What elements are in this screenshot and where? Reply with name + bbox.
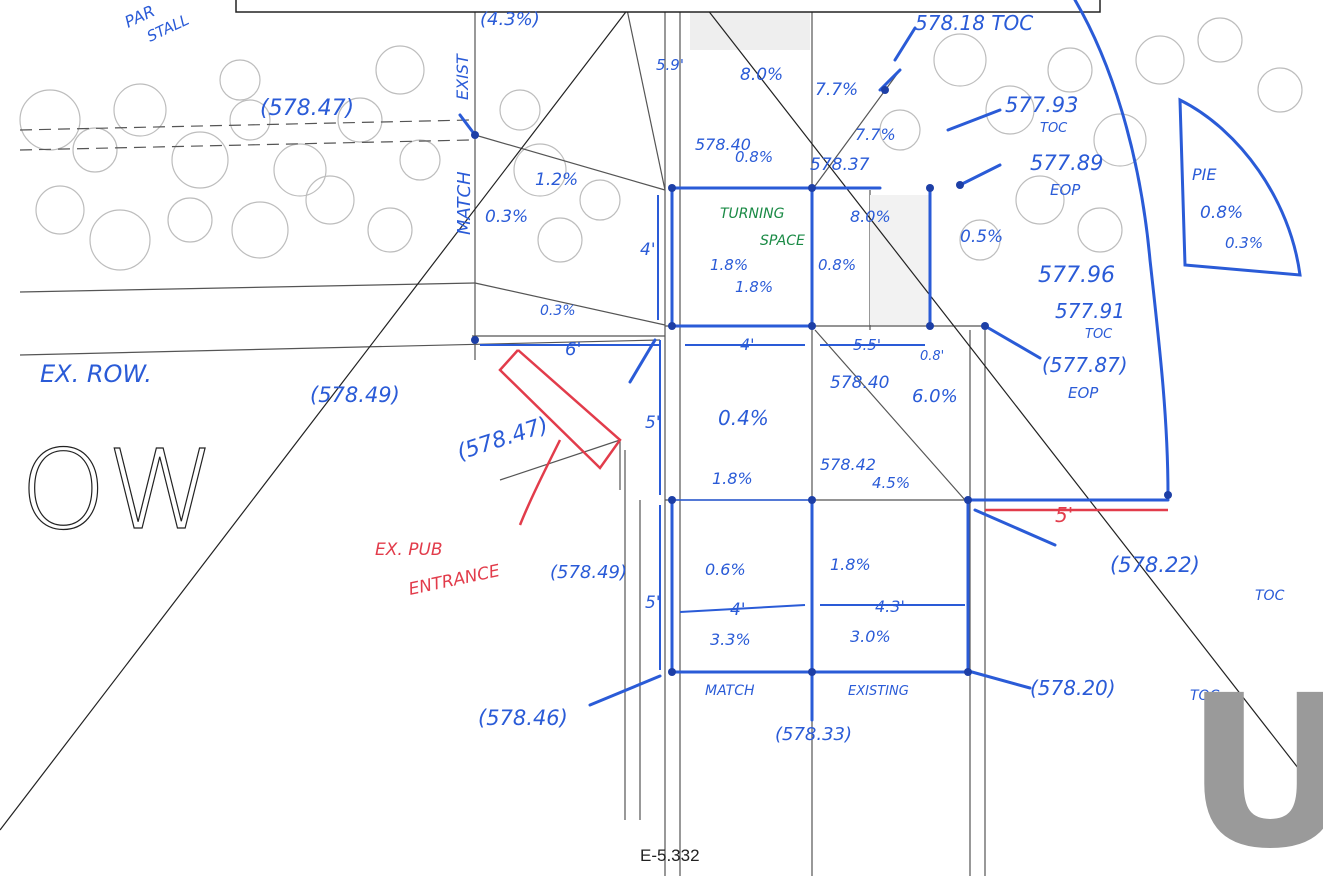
label-pct-18c: 1.8% — [712, 469, 753, 488]
label-el-57787: (577.87) — [1042, 353, 1128, 377]
label-pct-03b: 0.3% — [540, 303, 576, 319]
label-dim-55: 5.5' — [853, 336, 881, 354]
dimension-arrows — [480, 195, 965, 670]
label-dim-6: 6' — [565, 339, 581, 360]
label-pct-18a: 1.8% — [710, 256, 748, 274]
label-dim-43: 4.3' — [875, 597, 905, 616]
label-pct-18d: 1.8% — [830, 555, 871, 574]
label-pct-08pie: 0.8% — [1200, 203, 1243, 223]
label-pct-43: (4.3%) — [480, 9, 540, 30]
existing-lines — [19, 0, 1090, 876]
red-annotations: EX. PUB ENTRANCE 5' — [375, 503, 1073, 600]
label-pct-06: 0.6% — [705, 560, 746, 579]
label-dim-5a: 5' — [645, 413, 661, 433]
label-pct-08c: 0.8' — [920, 349, 944, 364]
label-pct-03a: 0.3% — [485, 207, 528, 227]
label-red-dim-5: 5' — [1055, 503, 1073, 527]
label-dim-5b: 5' — [645, 593, 661, 613]
label-pct-33: 3.3% — [710, 630, 751, 649]
label-pct-18b: 1.8% — [735, 278, 773, 296]
label-match-bottom: MATCH — [705, 683, 755, 699]
label-dim-4c: 4' — [730, 600, 746, 620]
label-pct-77b: 7.7% — [855, 125, 896, 144]
label-el-57793-toc: TOC — [1040, 121, 1068, 136]
letters-ow: OW — [20, 426, 215, 554]
label-pct-80b: 8.0% — [850, 207, 891, 226]
label-el-57796: 577.96 — [1038, 263, 1115, 288]
tree-symbols — [19, 17, 1303, 271]
label-el-57837: 578.37 — [810, 155, 870, 175]
label-el-57822: (578.22) — [1110, 553, 1200, 577]
label-pct-60: 6.0% — [912, 386, 958, 407]
stipple-area — [690, 0, 930, 325]
label-existing-bottom: EXISTING — [848, 684, 909, 699]
label-pct-08a: 0.8% — [735, 148, 773, 166]
label-pct-80a: 8.0% — [740, 65, 783, 85]
sheet-number: E-5.332 — [640, 846, 700, 865]
blue-annotations: EXIST MATCH (4.3%) (578.47) 578.18 TOC 5… — [40, 1, 1285, 745]
label-entrance: ENTRANCE — [407, 561, 502, 600]
label-el-57849a: (578.49) — [310, 383, 400, 407]
label-el-57787-eop: EOP — [1068, 384, 1099, 402]
label-pie: PIE — [1192, 165, 1217, 184]
label-dim-4a: 4' — [640, 240, 656, 260]
diagonal-overlay-lines — [0, 0, 1323, 831]
label-el-57846: (578.46) — [478, 706, 568, 730]
label-turning: TURNING — [720, 206, 785, 222]
label-pct-03pie: 0.3% — [1225, 234, 1263, 252]
letter-u: U — [1185, 650, 1323, 876]
label-ex-pub: EX. PUB — [375, 540, 443, 560]
label-pct-05: 0.5% — [960, 227, 1003, 247]
label-pct-77a: 7.7% — [815, 80, 858, 100]
green-annotations: TURNING SPACE — [720, 206, 805, 249]
label-el-57847b: (578.47) — [454, 413, 551, 466]
label-el-57840b: 578.40 — [830, 373, 889, 393]
blue-points — [471, 86, 1172, 676]
label-ex-row: EX. ROW. — [40, 360, 152, 388]
label-el-57793: 577.93 — [1005, 93, 1078, 117]
blue-markup-grid — [458, 0, 1302, 722]
red-markup — [498, 349, 1168, 526]
label-el-57842: 578.42 — [820, 455, 876, 474]
label-pct-12: 1.2% — [535, 170, 578, 190]
label-pct-59: 5.9' — [656, 56, 684, 74]
label-el-57820-toc: TOC — [1190, 688, 1220, 704]
label-el-57818: 578.18 TOC — [915, 11, 1033, 35]
label-pct-08b: 0.8% — [818, 256, 856, 274]
label-el-57847-top: (578.47) — [260, 96, 354, 121]
label-pct-45: 4.5% — [872, 474, 910, 492]
label-exist: EXIST — [453, 53, 472, 100]
label-el-57789-eop: EOP — [1050, 181, 1081, 199]
label-pct-04: 0.4% — [718, 406, 769, 430]
label-el-57820: (578.20) — [1030, 676, 1116, 700]
title-box — [235, 0, 1101, 13]
label-el-57849b: (578.49) — [550, 562, 627, 583]
label-el-57791: 577.91 — [1055, 299, 1125, 323]
label-el-57791-toc: TOC — [1085, 327, 1113, 342]
label-el-57789: 577.89 — [1030, 151, 1103, 175]
label-el-57833: (578.33) — [775, 724, 852, 745]
label-dim-4b: 4' — [740, 335, 755, 354]
label-el-57822-toc: TOC — [1255, 588, 1285, 604]
large-letters: OW U — [19, 425, 1323, 876]
label-el-57840-top: 578.40 — [695, 135, 751, 154]
label-match-vertical: MATCH — [454, 171, 475, 235]
label-pct-30: 3.0% — [850, 627, 891, 646]
label-space: SPACE — [760, 233, 805, 249]
